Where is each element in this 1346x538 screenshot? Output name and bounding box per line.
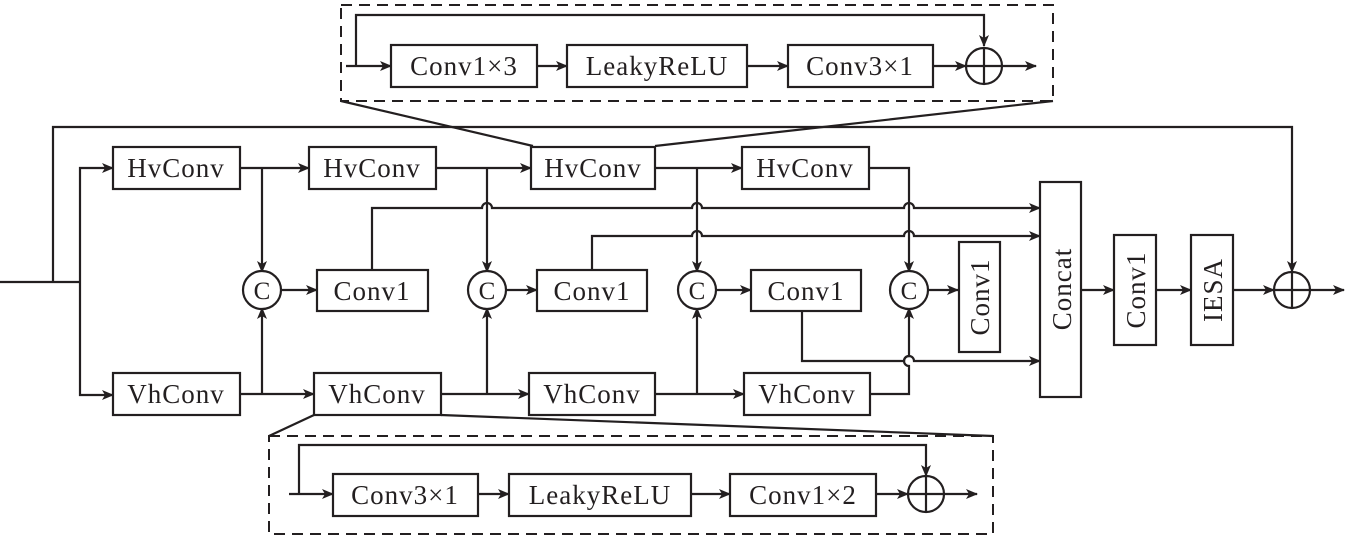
split-to-hv — [78, 163, 114, 282]
top-detail-panel: Conv1×3 LeakyReLU Conv3×1 — [340, 4, 1054, 148]
fuse-2-to-concat — [590, 229, 1041, 270]
svg-text:C: C — [689, 278, 706, 305]
hvconv-3-label: HvConv — [544, 153, 642, 183]
iesa-block — [1189, 233, 1235, 347]
post-conv1-block — [1112, 233, 1158, 347]
top-sum-icon — [964, 46, 1004, 86]
split-to-vh — [78, 282, 114, 400]
bottom-block-3-label: Conv1×2 — [749, 480, 857, 510]
hvconv-1-label: HvConv — [127, 153, 225, 183]
hvconv-4 — [740, 145, 871, 191]
svg-text:C: C — [254, 278, 271, 305]
concat-node-2: C — [466, 269, 508, 311]
fuse-conv1-3 — [749, 268, 863, 313]
fuse-conv1-4-label: Conv1 — [965, 258, 995, 335]
bottom-detail-panel: Conv3×1 LeakyReLU Conv1×2 — [268, 413, 994, 535]
output-sum-icon — [1272, 270, 1312, 310]
fuse-conv1-2-label: Conv1 — [553, 276, 630, 306]
fuse-conv1-4 — [957, 240, 1002, 354]
fuse-conv1-1-label: Conv1 — [333, 276, 410, 306]
fuse-conv1-3-label: Conv1 — [767, 276, 844, 306]
top-block-3 — [786, 43, 935, 89]
hv4-to-c4 — [869, 166, 914, 273]
bottom-skip-connection — [297, 443, 931, 494]
bottom-zoom-connector-right — [440, 413, 994, 438]
top-block-3-label: Conv3×1 — [806, 51, 914, 81]
concat-node-4: C — [888, 269, 930, 311]
top-skip-connection — [354, 13, 989, 66]
bottom-block-3 — [728, 472, 878, 518]
hvconv-2-label: HvConv — [323, 153, 421, 183]
zoom-connector-left — [340, 99, 534, 148]
vhconv-2-label: VhConv — [328, 379, 426, 409]
svg-text:C: C — [479, 278, 496, 305]
global-skip-connection — [51, 125, 1297, 282]
iesa-label: IESA — [1198, 258, 1228, 322]
zoom-connector-right — [654, 99, 1054, 148]
top-block-2 — [565, 43, 749, 89]
fuse-3-to-concat — [800, 311, 1041, 366]
concat-node-1: C — [241, 269, 283, 311]
vhconv-2 — [312, 371, 443, 417]
concat-block-label: Concat — [1047, 248, 1077, 330]
bottom-sum-icon — [906, 474, 946, 514]
bottom-detail-border — [268, 435, 994, 535]
svg-text:C: C — [901, 278, 918, 305]
top-detail-border — [340, 4, 1054, 102]
concat-node-3: C — [676, 269, 718, 311]
vhconv-4-label: VhConv — [758, 379, 856, 409]
vhconv-4 — [742, 371, 872, 417]
vhconv-3-label: VhConv — [543, 379, 641, 409]
fuse-conv1-2 — [535, 268, 649, 313]
hvconv-2 — [307, 145, 438, 191]
fuse-conv1-1 — [315, 268, 430, 313]
hvconv-4-label: HvConv — [756, 153, 854, 183]
vh4-to-c4 — [870, 307, 914, 396]
bottom-block-1 — [331, 472, 480, 518]
bottom-block-2-label: LeakyReLU — [529, 480, 671, 510]
main-block: HvConv HvConv HvConv HvConv VhConv VhCon… — [0, 125, 1345, 417]
bottom-zoom-connector-left — [268, 414, 315, 437]
top-block-1-label: Conv1×3 — [410, 51, 518, 81]
vhconv-1-label: VhConv — [127, 379, 225, 409]
top-block-2-label: LeakyReLU — [586, 51, 728, 81]
post-conv1-label: Conv1 — [1121, 251, 1151, 328]
bottom-block-1-label: Conv3×1 — [351, 480, 459, 510]
